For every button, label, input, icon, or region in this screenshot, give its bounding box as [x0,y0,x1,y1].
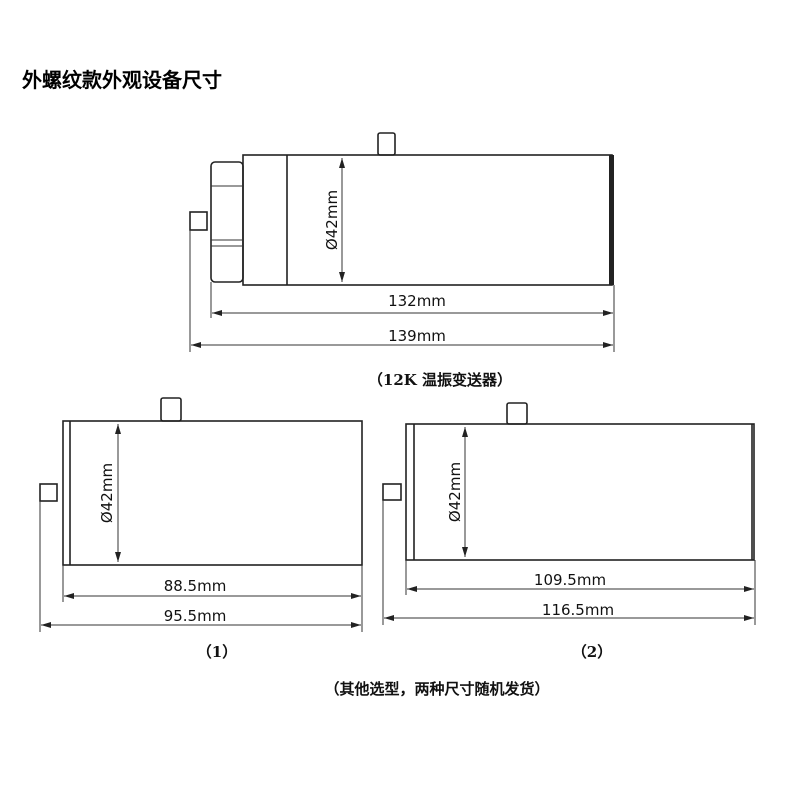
side-connector [382,483,402,501]
total-length-label: 139mm [388,327,446,345]
inner-length-label: 109.5mm [534,571,606,589]
footer-caption: （其他选型，两种尺寸随机发货） [324,680,549,698]
diameter-label: Ø42mm [446,462,464,522]
diameter-label: Ø42mm [323,190,341,250]
inner-length-label: 88.5mm [164,577,227,595]
option-2-label: （2） [572,643,612,661]
top-connector [160,397,182,422]
side-connector [189,211,208,231]
total-length-label: 116.5mm [542,601,614,619]
main-sensor-drawing: Ø42mm 132mm 139mm （12K 温振变送器） [189,132,615,389]
diameter-label: Ø42mm [98,463,116,523]
top-connector [506,402,528,425]
hex-nut [210,161,244,283]
option-1-label: （1） [197,643,237,661]
side-connector [39,483,58,502]
option-2-drawing: Ø42mm 109.5mm 116.5mm （2） [382,402,756,661]
sensor-body [242,154,613,286]
inner-length-label: 132mm [388,292,446,310]
option-1-drawing: Ø42mm 88.5mm 95.5mm （1） [39,397,363,661]
page-title: 外螺纹款外观设备尺寸 [22,68,222,92]
total-length-label: 95.5mm [164,607,227,625]
top-connector [377,132,396,156]
sensor-body [62,420,363,566]
main-caption: （12K 温振变送器） [368,371,512,389]
sensor-body [405,423,755,561]
